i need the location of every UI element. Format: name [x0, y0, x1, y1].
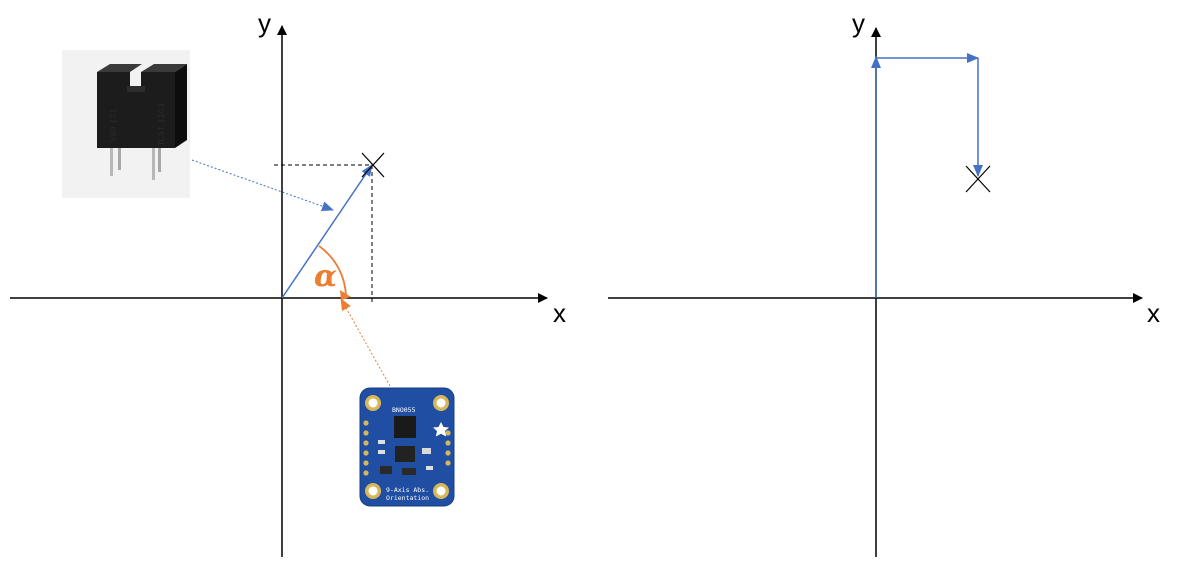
sensor-marking-1: V89 131 — [109, 109, 118, 142]
imu-caption-line-2: Orientation — [386, 494, 429, 502]
optical-sensor-image: V89 131 TCST 1103 — [62, 50, 190, 198]
angle-label: α — [314, 259, 337, 294]
sensor-marking-2: TCST 1103 — [157, 103, 166, 147]
left-y-axis-label: y — [258, 8, 271, 38]
imu-chip-label: BNO055 — [392, 406, 416, 414]
imu-caption-line-1: 9-Axis Abs. — [386, 486, 429, 494]
right-diagram: y x — [608, 8, 1160, 557]
sensor-pointer-blue — [191, 159, 334, 212]
angle-arc-arrowhead — [340, 290, 351, 300]
target-cross-icon — [965, 165, 991, 193]
right-y-axis-label: y — [852, 8, 865, 38]
position-vector — [281, 164, 373, 299]
right-x-axis-label: x — [1147, 298, 1160, 328]
angle-arc — [318, 245, 347, 299]
target-cross-icon — [361, 152, 385, 178]
left-x-axis-label: x — [553, 298, 566, 328]
imu-pointer-orange — [340, 298, 391, 387]
imu-board-image: BNO055 9-Axis Abs. Orientation — [359, 387, 455, 507]
left-diagram: y x α — [10, 8, 566, 557]
